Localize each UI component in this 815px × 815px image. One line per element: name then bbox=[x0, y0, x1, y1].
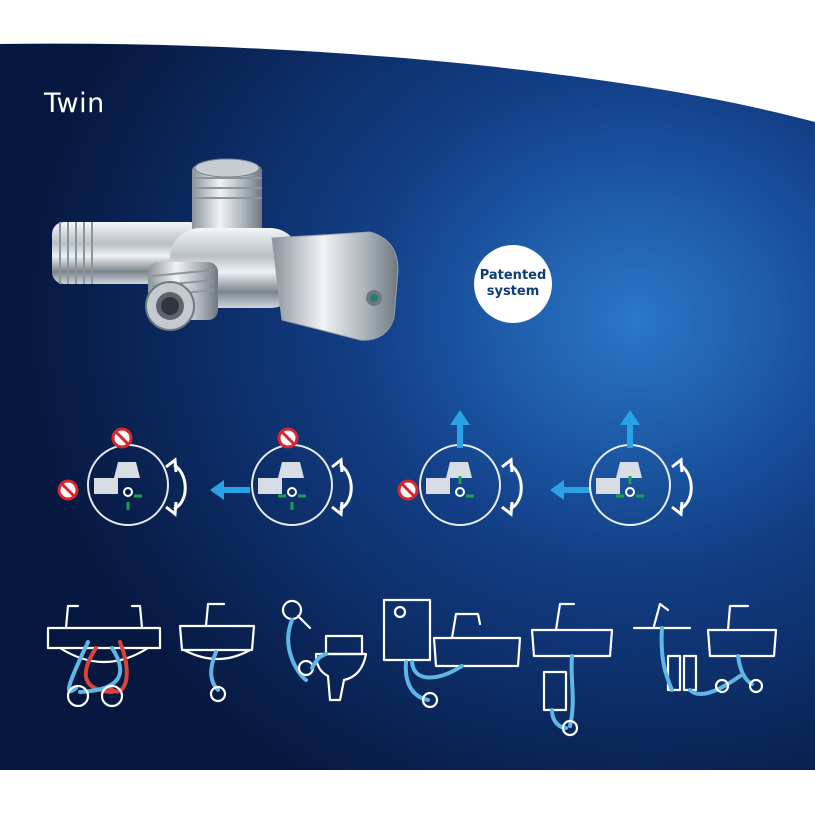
patented-system-badge: Patented system bbox=[474, 245, 552, 323]
water-heater-and-sink-illustration bbox=[382, 598, 522, 709]
arrow-left-icon bbox=[550, 480, 590, 500]
valve-state-4 bbox=[589, 410, 693, 526]
sink-with-undersink-heater-illustration bbox=[530, 602, 614, 737]
no-entry-icon bbox=[397, 479, 419, 501]
sink-with-water-filter-illustration bbox=[632, 602, 778, 696]
angle-valve-twin-image bbox=[52, 158, 399, 341]
double-basin-sink-illustration bbox=[46, 604, 162, 708]
badge-line-1: Patented bbox=[479, 268, 547, 283]
valve-state-1 bbox=[57, 427, 187, 526]
page-title: Twin bbox=[44, 88, 105, 119]
arrow-up-icon bbox=[620, 410, 640, 448]
no-entry-icon bbox=[111, 427, 133, 449]
arrow-left-icon bbox=[210, 480, 250, 500]
shower-and-toilet-illustration bbox=[281, 599, 368, 702]
no-entry-icon bbox=[277, 427, 299, 449]
badge-line-2: system bbox=[486, 284, 540, 299]
washbasin-illustration bbox=[178, 602, 256, 703]
no-entry-icon bbox=[57, 479, 79, 501]
arrow-up-icon bbox=[450, 410, 470, 448]
valve-state-3 bbox=[397, 410, 523, 526]
valve-state-2 bbox=[251, 427, 353, 526]
